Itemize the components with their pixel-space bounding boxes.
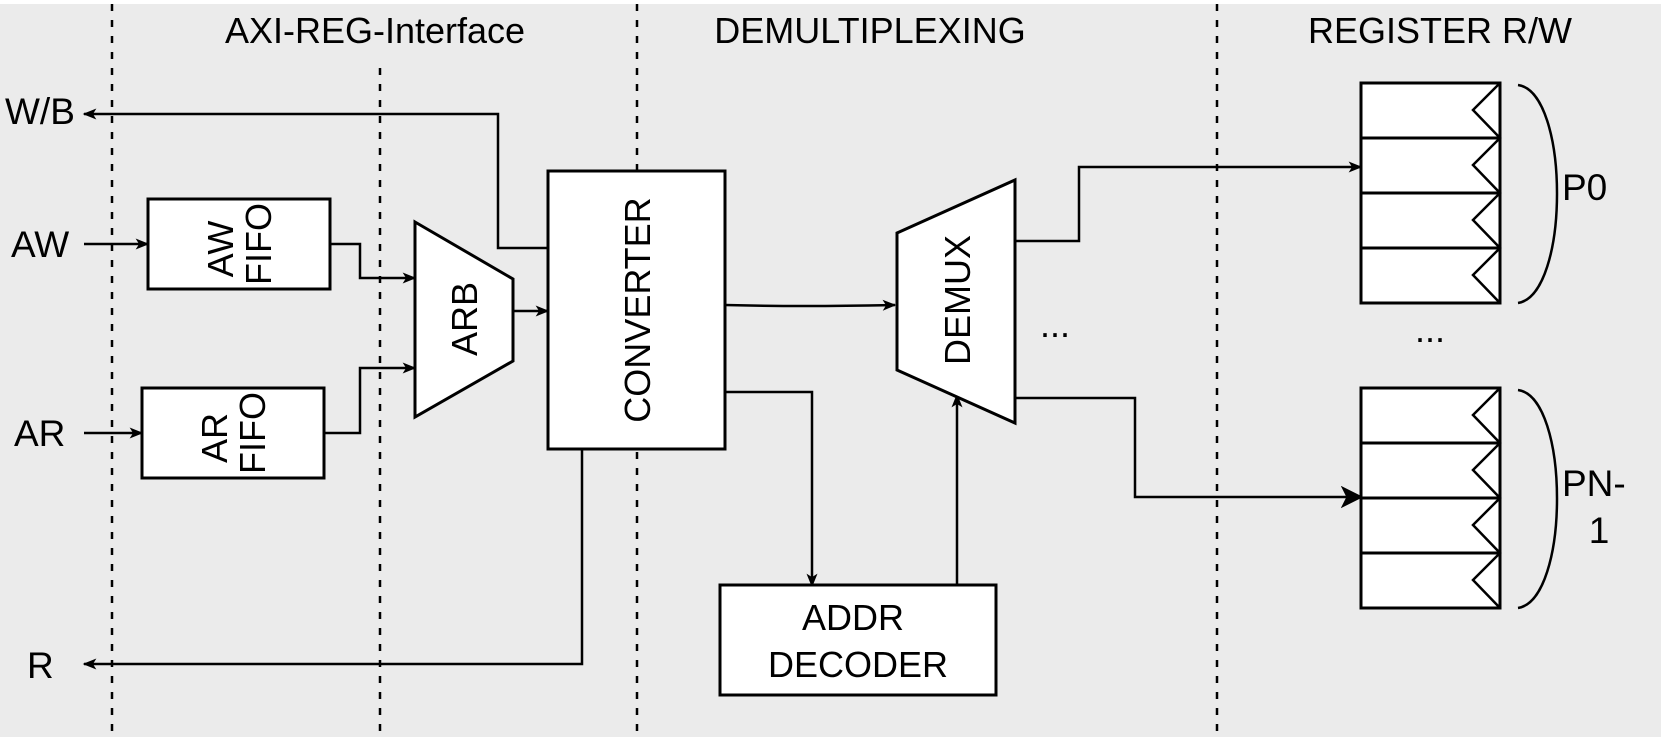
pn1-line2: 1	[1589, 510, 1610, 551]
registers-ellipsis: ...	[1415, 309, 1445, 350]
demux-block	[895, 177, 1017, 426]
p0-label: P0	[1562, 167, 1607, 208]
section-title-axi: AXI-REG-Interface	[225, 10, 525, 51]
register-clock-notches	[1471, 82, 1502, 304]
converter-block	[546, 169, 727, 451]
wire-converter-r	[82, 449, 584, 670]
addr-decoder-line1: ADDR	[802, 597, 904, 638]
register-cell	[1359, 81, 1502, 140]
register-cell	[1359, 246, 1502, 305]
wire-wb-out	[82, 108, 548, 250]
pn1-bracket	[1517, 388, 1559, 610]
pn1-line1: PN-	[1562, 463, 1626, 504]
wire-converter-demux	[724, 299, 897, 311]
aw-fifo-block	[146, 197, 332, 291]
p0-bracket	[1517, 83, 1559, 305]
ar-fifo-line2: FIFO	[232, 392, 273, 474]
ar-fifo-label: AR FIFO	[194, 392, 273, 474]
demux-ellipsis: ...	[1040, 304, 1070, 345]
wire-demux-p0	[1015, 161, 1363, 243]
converter-label: CONVERTER	[617, 197, 658, 422]
wire-converter-decoder	[725, 390, 818, 588]
port-label-r: R	[27, 645, 54, 686]
arb-label: ARB	[444, 282, 485, 356]
addr-decoder-block	[718, 583, 998, 697]
ar-fifo-block	[140, 386, 326, 480]
port-label-wb: W/B	[5, 91, 75, 132]
register-cell	[1359, 136, 1502, 195]
section-title-demux: DEMULTIPLEXING	[714, 10, 1025, 51]
aw-fifo-label: AW FIFO	[200, 203, 279, 285]
arb-block	[413, 219, 515, 420]
register-bank-pn1	[1359, 386, 1502, 610]
section-title-regs: REGISTER R/W	[1308, 10, 1572, 51]
demux-label: DEMUX	[937, 235, 978, 365]
aw-fifo-line1: AW	[200, 221, 241, 278]
wire-arfifo-arb	[324, 362, 417, 435]
register-cell	[1359, 441, 1502, 500]
register-clock-notches	[1471, 387, 1502, 609]
port-label-aw: AW	[11, 224, 69, 265]
wire-awfifo-arb	[330, 242, 417, 284]
addr-decoder-line2: DECODER	[768, 644, 948, 685]
register-bank-p0	[1359, 81, 1502, 305]
pn1-label: PN- 1	[1562, 463, 1636, 551]
wire-demux-pn1	[1015, 396, 1364, 509]
register-cell	[1359, 496, 1502, 555]
register-cell	[1359, 551, 1502, 610]
addr-decoder-label: ADDR DECODER	[768, 597, 948, 685]
aw-fifo-line2: FIFO	[238, 203, 279, 285]
ar-fifo-line1: AR	[194, 413, 235, 463]
register-cell	[1359, 191, 1502, 250]
port-label-ar: AR	[14, 413, 65, 454]
register-cell	[1359, 386, 1502, 445]
